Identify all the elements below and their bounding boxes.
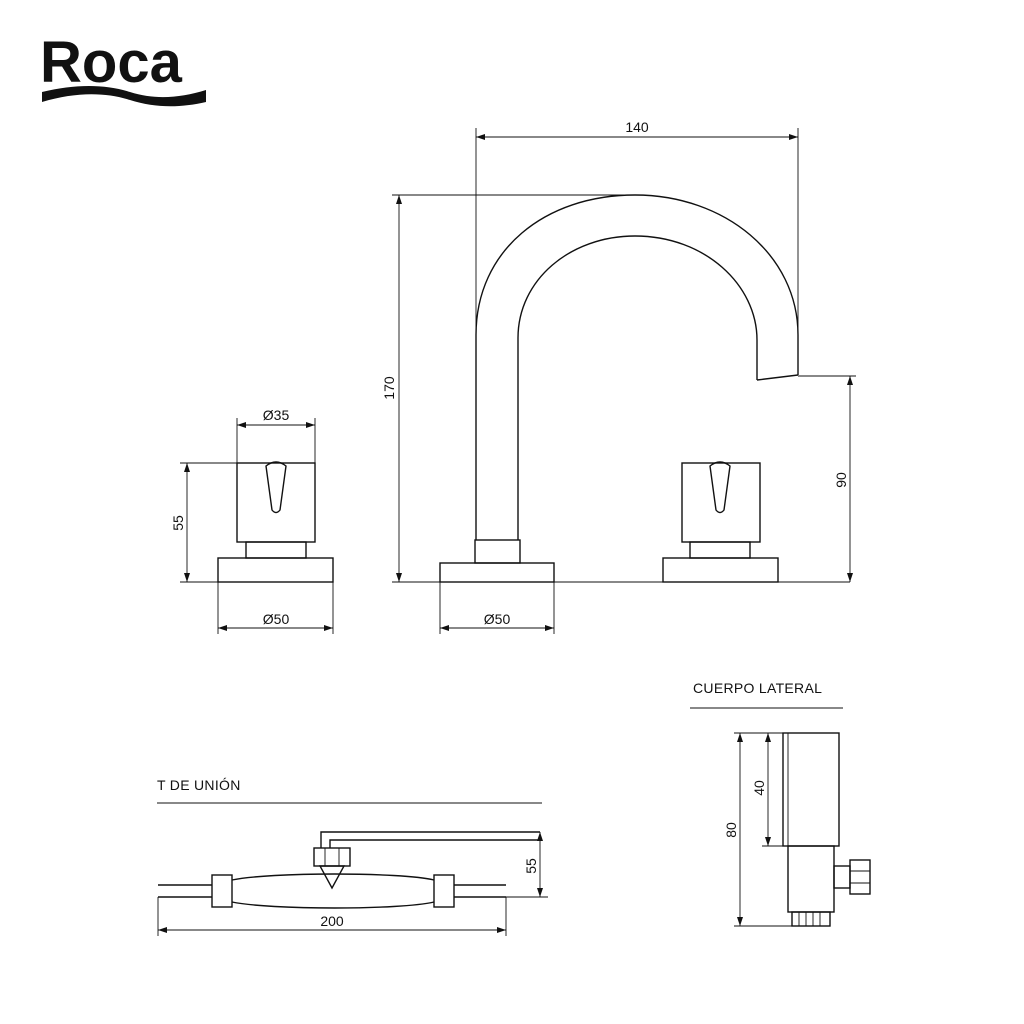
dim-cuerpo-lateral-total-label: 80 (723, 822, 739, 838)
spout-assembly (439, 194, 799, 583)
dim-t-union-length: 200 (157, 897, 507, 936)
logo-wordmark: Roca (40, 30, 183, 95)
spout-collar (474, 539, 521, 564)
logo-wave (42, 86, 206, 107)
dim-spout-outlet-height: 90 (798, 375, 856, 582)
front-view: 140 170 90 Ø35 (170, 119, 856, 634)
t-union-hose-top (231, 873, 435, 881)
dim-spout-reach: 140 (475, 119, 799, 335)
right-handle-assembly (662, 461, 779, 583)
t-union-tee-body (318, 865, 346, 890)
t-union-branch-pipe (320, 831, 540, 848)
dim-left-base-diameter-label: Ø50 (263, 611, 290, 627)
roca-logo: Roca (40, 30, 206, 107)
dim-t-union-height-label: 55 (523, 858, 539, 874)
cuerpo-lateral-bottom-thread (791, 911, 831, 927)
spout-outer-curve (475, 194, 799, 540)
dim-left-base-diameter: Ø50 (217, 582, 334, 634)
cuerpo-lateral-title: CUERPO LATERAL (693, 680, 822, 696)
dim-center-base-diameter-label: Ø50 (484, 611, 511, 627)
t-union-top-nut (313, 847, 351, 867)
right-base (662, 557, 779, 583)
right-handle-body (681, 462, 761, 543)
left-collar (245, 541, 307, 559)
dim-cuerpo-lateral-upper: 40 (751, 733, 788, 847)
t-union-title: T DE UNIÓN (157, 777, 241, 793)
t-union-hose-bottom (231, 901, 435, 909)
dim-spout-reach-label: 140 (625, 119, 649, 135)
dim-spout-outlet-height-label: 90 (833, 472, 849, 488)
dim-t-union-length-label: 200 (320, 913, 344, 929)
right-handle-lever-icon (709, 461, 731, 514)
dim-handle-height: 55 (170, 462, 237, 583)
t-union-branch-pipe-inner (329, 839, 540, 848)
cuerpo-lateral-view: CUERPO LATERAL 80 40 (690, 680, 871, 927)
dim-total-height: 170 (381, 194, 635, 582)
left-handle-assembly (217, 461, 334, 583)
cuerpo-lateral-upper-body (782, 732, 840, 847)
right-collar (689, 541, 751, 559)
dim-cuerpo-lateral-total: 80 (723, 732, 792, 927)
dim-center-base-diameter: Ø50 (439, 582, 555, 634)
dim-handle-diameter-label: Ø35 (263, 407, 290, 423)
t-union-view: T DE UNIÓN 200 55 (157, 777, 548, 936)
left-base (217, 557, 334, 583)
dim-total-height-label: 170 (381, 376, 397, 400)
dim-cuerpo-lateral-upper-label: 40 (751, 780, 767, 796)
left-handle-lever-icon (265, 461, 287, 514)
spout-inner-curve (517, 235, 758, 540)
dim-handle-height-label: 55 (170, 515, 186, 531)
cuerpo-lateral-side-inlet (833, 865, 851, 889)
spout-base (439, 562, 555, 583)
left-handle-body (236, 462, 316, 543)
cuerpo-lateral-lower-body (787, 845, 835, 913)
dim-t-union-height: 55 (506, 832, 548, 898)
dim-handle-diameter: Ø35 (236, 407, 316, 463)
t-union-left-nut (211, 874, 233, 908)
t-union-right-nut (433, 874, 455, 908)
cuerpo-lateral-side-nut (849, 859, 871, 895)
spout-outlet (756, 374, 799, 381)
